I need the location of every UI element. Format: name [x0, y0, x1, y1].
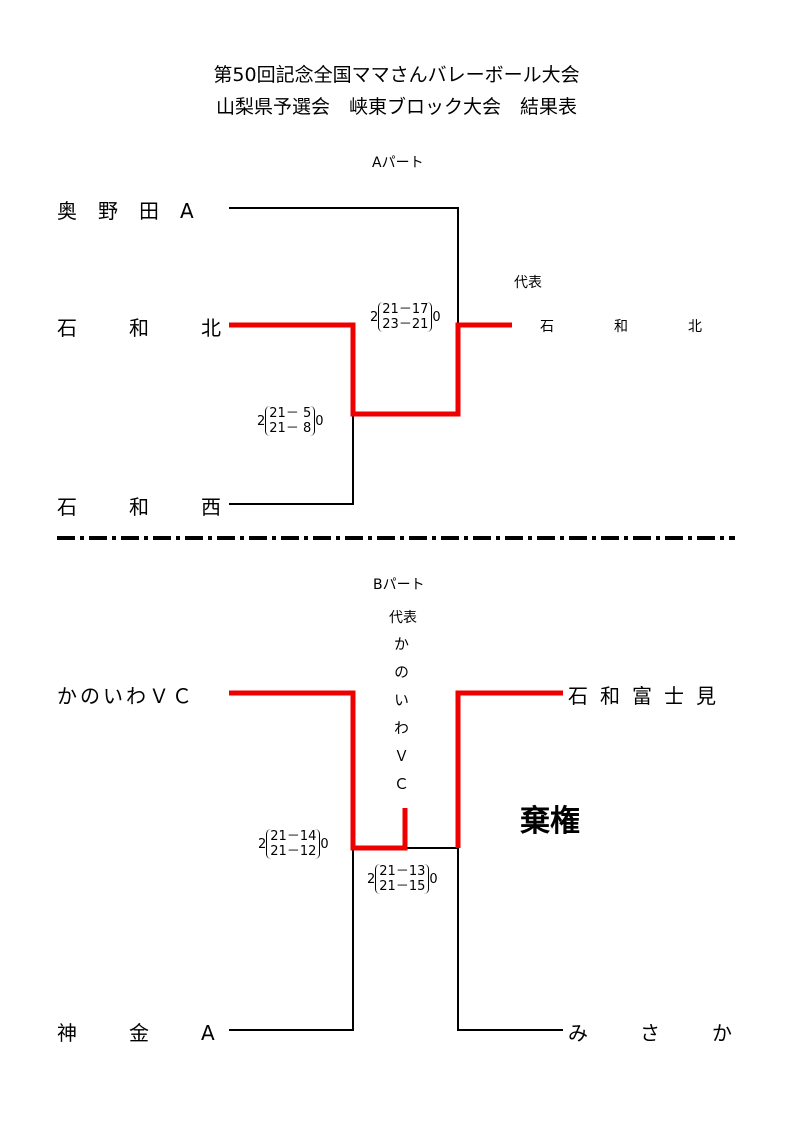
team-okunoda: 奥野田A — [57, 199, 215, 223]
team-isawanishi: 石和西 — [57, 495, 273, 519]
line-isawanishi — [229, 414, 354, 505]
winner-line-b-right — [455, 690, 563, 848]
forfeit-label: 棄権 — [520, 804, 580, 839]
part-a-rep: 石和北 — [540, 319, 762, 335]
line-misaka — [457, 848, 563, 1031]
winner-line-b-left — [229, 690, 408, 851]
team-kamikane: 神金A — [57, 1021, 267, 1045]
part-b-rep: かのいわＶＣ — [392, 636, 410, 804]
line-kamikane — [229, 848, 354, 1031]
team-isawafujimi: 石和富士見 — [568, 684, 728, 708]
team-kanoiwa: かのいわＶＣ — [57, 684, 195, 708]
team-misaka: みさか — [568, 1021, 784, 1045]
part-a-rep-label: 代表 — [514, 275, 542, 291]
title-line-2: 山梨県予選会 峡東ブロック大会 結果表 — [215, 96, 577, 118]
part-b-rep-label: 代表 — [389, 610, 417, 626]
part-a-label: Aパート — [372, 155, 424, 171]
line-okunoda — [229, 207, 459, 325]
team-isawakita: 石和北 — [57, 316, 273, 340]
part-b-label: Bパート — [373, 577, 425, 593]
title-line-1: 第50回記念全国ママさんバレーボール大会 — [213, 64, 580, 86]
winner-line-a — [229, 322, 512, 417]
